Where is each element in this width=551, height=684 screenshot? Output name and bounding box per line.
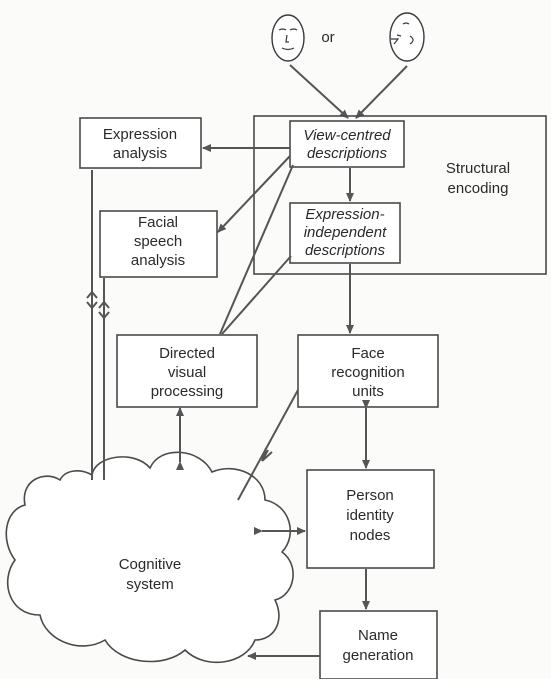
name-generation-label: Name generation [343, 627, 414, 664]
svg-text:encoding: encoding [448, 180, 509, 197]
person-identity-label: Person identity nodes [346, 487, 394, 544]
svg-text:Face: Face [351, 345, 384, 362]
view-centred-label: View-centred descriptions [303, 127, 391, 162]
svg-text:analysis: analysis [131, 252, 185, 269]
directed-visual-label: Directed visual processing [151, 345, 224, 400]
svg-text:Structural: Structural [446, 160, 510, 177]
svg-text:identity: identity [346, 507, 394, 524]
facial-speech-box [99, 210, 218, 278]
directed-to-view-line [219, 164, 294, 335]
svg-text:processing: processing [151, 383, 224, 400]
svg-text:descriptions: descriptions [307, 145, 388, 162]
cognitive-system-label: Cognitive system [119, 556, 182, 593]
svg-text:View-centred: View-centred [303, 127, 391, 144]
cognitive-system-cloud [5, 451, 294, 664]
front-face-input-arrow [289, 64, 349, 119]
face-recognition-box [297, 334, 439, 408]
svg-text:Person: Person [346, 487, 394, 504]
front-face-icon [271, 14, 305, 62]
top-or-label: or [321, 29, 334, 46]
view-to-facial-speech-arrow [217, 155, 291, 233]
profile-face-input-arrow [355, 65, 408, 119]
expression-analysis-box [79, 117, 202, 169]
expression-analysis-double-arrow [86, 290, 98, 310]
svg-text:Directed: Directed [159, 345, 215, 362]
svg-text:recognition: recognition [331, 364, 404, 381]
expression-independent-label: Expression- independent descriptions [304, 206, 387, 259]
svg-text:Cognitive: Cognitive [119, 556, 182, 573]
svg-text:Facial: Facial [138, 214, 178, 231]
name-generation-box [319, 610, 438, 680]
profile-face-icon [389, 12, 425, 62]
directed-visual-box [116, 334, 258, 408]
svg-text:visual: visual [168, 364, 206, 381]
person-identity-box [306, 469, 435, 569]
svg-text:Expression: Expression [103, 126, 177, 143]
expression-independent-box [289, 202, 401, 264]
facial-speech-double-arrow [98, 300, 110, 320]
svg-text:Name: Name [358, 627, 398, 644]
svg-text:independent: independent [304, 224, 387, 241]
svg-text:units: units [352, 383, 384, 400]
facial-speech-label: Facial speech analysis [131, 214, 185, 269]
svg-text:speech: speech [134, 233, 182, 250]
directed-to-expression-independent-line [221, 255, 292, 335]
svg-text:system: system [126, 576, 174, 593]
face-recognition-label: Face recognition units [331, 345, 404, 400]
fru-cognitive-arrowhead [261, 447, 273, 462]
svg-text:generation: generation [343, 647, 414, 664]
structural-encoding-label: Structural encoding [446, 160, 510, 197]
svg-text:analysis: analysis [113, 145, 167, 162]
expression-analysis-label: Expression analysis [103, 126, 177, 162]
svg-text:nodes: nodes [350, 527, 391, 544]
view-centred-box [289, 120, 405, 168]
fru-cognitive-line [237, 389, 299, 501]
svg-text:descriptions: descriptions [305, 242, 386, 259]
svg-text:Expression-: Expression- [305, 206, 384, 223]
